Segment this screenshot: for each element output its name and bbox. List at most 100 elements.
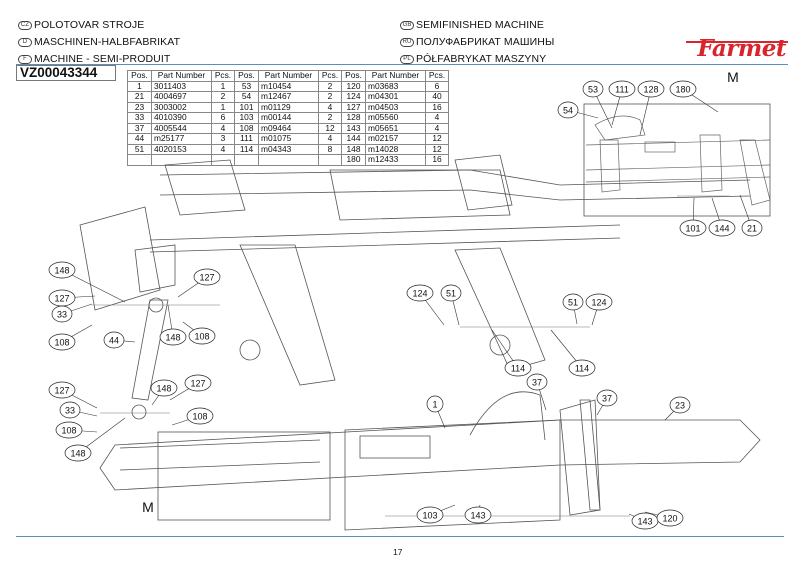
- frame-linework: [79, 154, 761, 531]
- footer-divider: [16, 536, 784, 537]
- callout-label: 148: [156, 384, 171, 394]
- inset-label-m: M: [727, 69, 739, 85]
- right-hitch-bracket: [454, 154, 513, 211]
- callout-label: 108: [194, 332, 209, 342]
- callout-label: 1: [432, 400, 437, 410]
- cylinder-eye-bottom: [131, 404, 147, 420]
- callout-108: 108: [171, 407, 214, 426]
- callout-label: 124: [591, 298, 606, 308]
- callout-108: 108: [48, 324, 93, 351]
- callout-37: 37: [596, 389, 618, 416]
- callout-bubble: [406, 284, 434, 302]
- callout-bubble: [504, 359, 532, 377]
- callout-114: 114: [491, 329, 532, 377]
- callout-bubble: [562, 293, 584, 311]
- callout-bubble: [48, 261, 76, 279]
- callout-label: 114: [575, 364, 589, 374]
- callout-label: 143: [470, 511, 485, 521]
- front-frame-tube: [99, 419, 761, 491]
- pieces-cell: 12: [425, 133, 449, 145]
- callout-127: 127: [48, 289, 96, 307]
- callout-bubble: [55, 421, 83, 439]
- farmet-logo: Farmet: [660, 33, 790, 63]
- callout-148: 148: [64, 417, 126, 462]
- callout-bubble: [48, 333, 76, 351]
- callout-label: 148: [54, 266, 69, 276]
- rear-beam: [159, 169, 751, 201]
- callout-label: 37: [602, 394, 612, 404]
- callout-143: 143: [628, 512, 659, 530]
- right-hub: [489, 334, 511, 356]
- hydraulic-cylinder: [131, 299, 169, 401]
- decal-panel: [359, 435, 431, 459]
- callout-label: 120: [662, 514, 677, 524]
- callout-bubble: [669, 396, 691, 414]
- pieces-cell: 4: [425, 122, 449, 134]
- title-text-pl: PÓŁFABRYKAT MASZYNY: [416, 53, 547, 65]
- lang-badge-cz: CZ: [18, 21, 32, 30]
- callout-label: 111: [615, 85, 629, 95]
- inset-plate: [644, 141, 676, 153]
- inset-clamps: [599, 134, 771, 206]
- callout-label: 108: [192, 412, 207, 422]
- callout-bubble: [656, 509, 684, 527]
- inset-hitch-hook: [594, 115, 646, 141]
- callout-label: 51: [568, 298, 578, 308]
- callout-bubble: [188, 327, 216, 345]
- callout-33: 33: [59, 401, 98, 419]
- callout-label: 103: [422, 511, 437, 521]
- callout-124: 124: [585, 293, 613, 326]
- callout-37: 37: [526, 373, 548, 411]
- callout-label: 148: [70, 449, 85, 459]
- leader-line: [61, 269, 126, 303]
- callout-label: 33: [57, 310, 67, 320]
- tool-bar-rear: [149, 224, 621, 253]
- left-side-plate: [79, 206, 161, 311]
- detail-m-box: [157, 431, 331, 521]
- lang-badge-ru: RU: [400, 38, 414, 47]
- callout-label: 180: [675, 85, 690, 95]
- left-hitch-bracket: [164, 159, 246, 216]
- left-arm: [239, 244, 336, 386]
- logo-text: Farmet: [697, 35, 786, 62]
- callout-1: 1: [426, 395, 446, 429]
- lang-badge-pl: PL: [400, 55, 414, 64]
- callout-44: 44: [103, 331, 136, 349]
- front-bracket-37: [559, 399, 601, 516]
- detail-m-tube: [119, 439, 321, 471]
- callout-180: 180: [669, 80, 719, 113]
- callout-label: 51: [446, 289, 456, 299]
- callout-bubble: [103, 331, 125, 349]
- callout-bubble: [637, 80, 665, 98]
- callout-bubble: [184, 374, 212, 392]
- callout-148: 148: [48, 261, 126, 303]
- callout-label: 127: [54, 294, 69, 304]
- document-code: VZ00043344: [16, 65, 116, 81]
- callout-label: 127: [54, 386, 69, 396]
- callout-label: 54: [563, 106, 573, 116]
- explode-axes: [92, 304, 630, 517]
- callout-111: 111: [608, 80, 636, 126]
- callout-23: 23: [664, 396, 691, 421]
- callout-label: 148: [165, 333, 180, 343]
- callout-51: 51: [440, 284, 462, 326]
- callout-label: 124: [412, 289, 427, 299]
- callout-label: 23: [675, 401, 685, 411]
- callout-bubble: [596, 389, 618, 407]
- inset-detail-m: M: [583, 69, 771, 217]
- callout-bubble: [440, 284, 462, 302]
- lang-badge-gb: GB: [400, 21, 414, 30]
- left-bearing-plate: [134, 244, 176, 293]
- callout-bubble: [464, 506, 492, 524]
- page-number: 17: [393, 547, 403, 557]
- pieces-cell: 16: [425, 154, 449, 166]
- callout-bubble: [557, 101, 579, 119]
